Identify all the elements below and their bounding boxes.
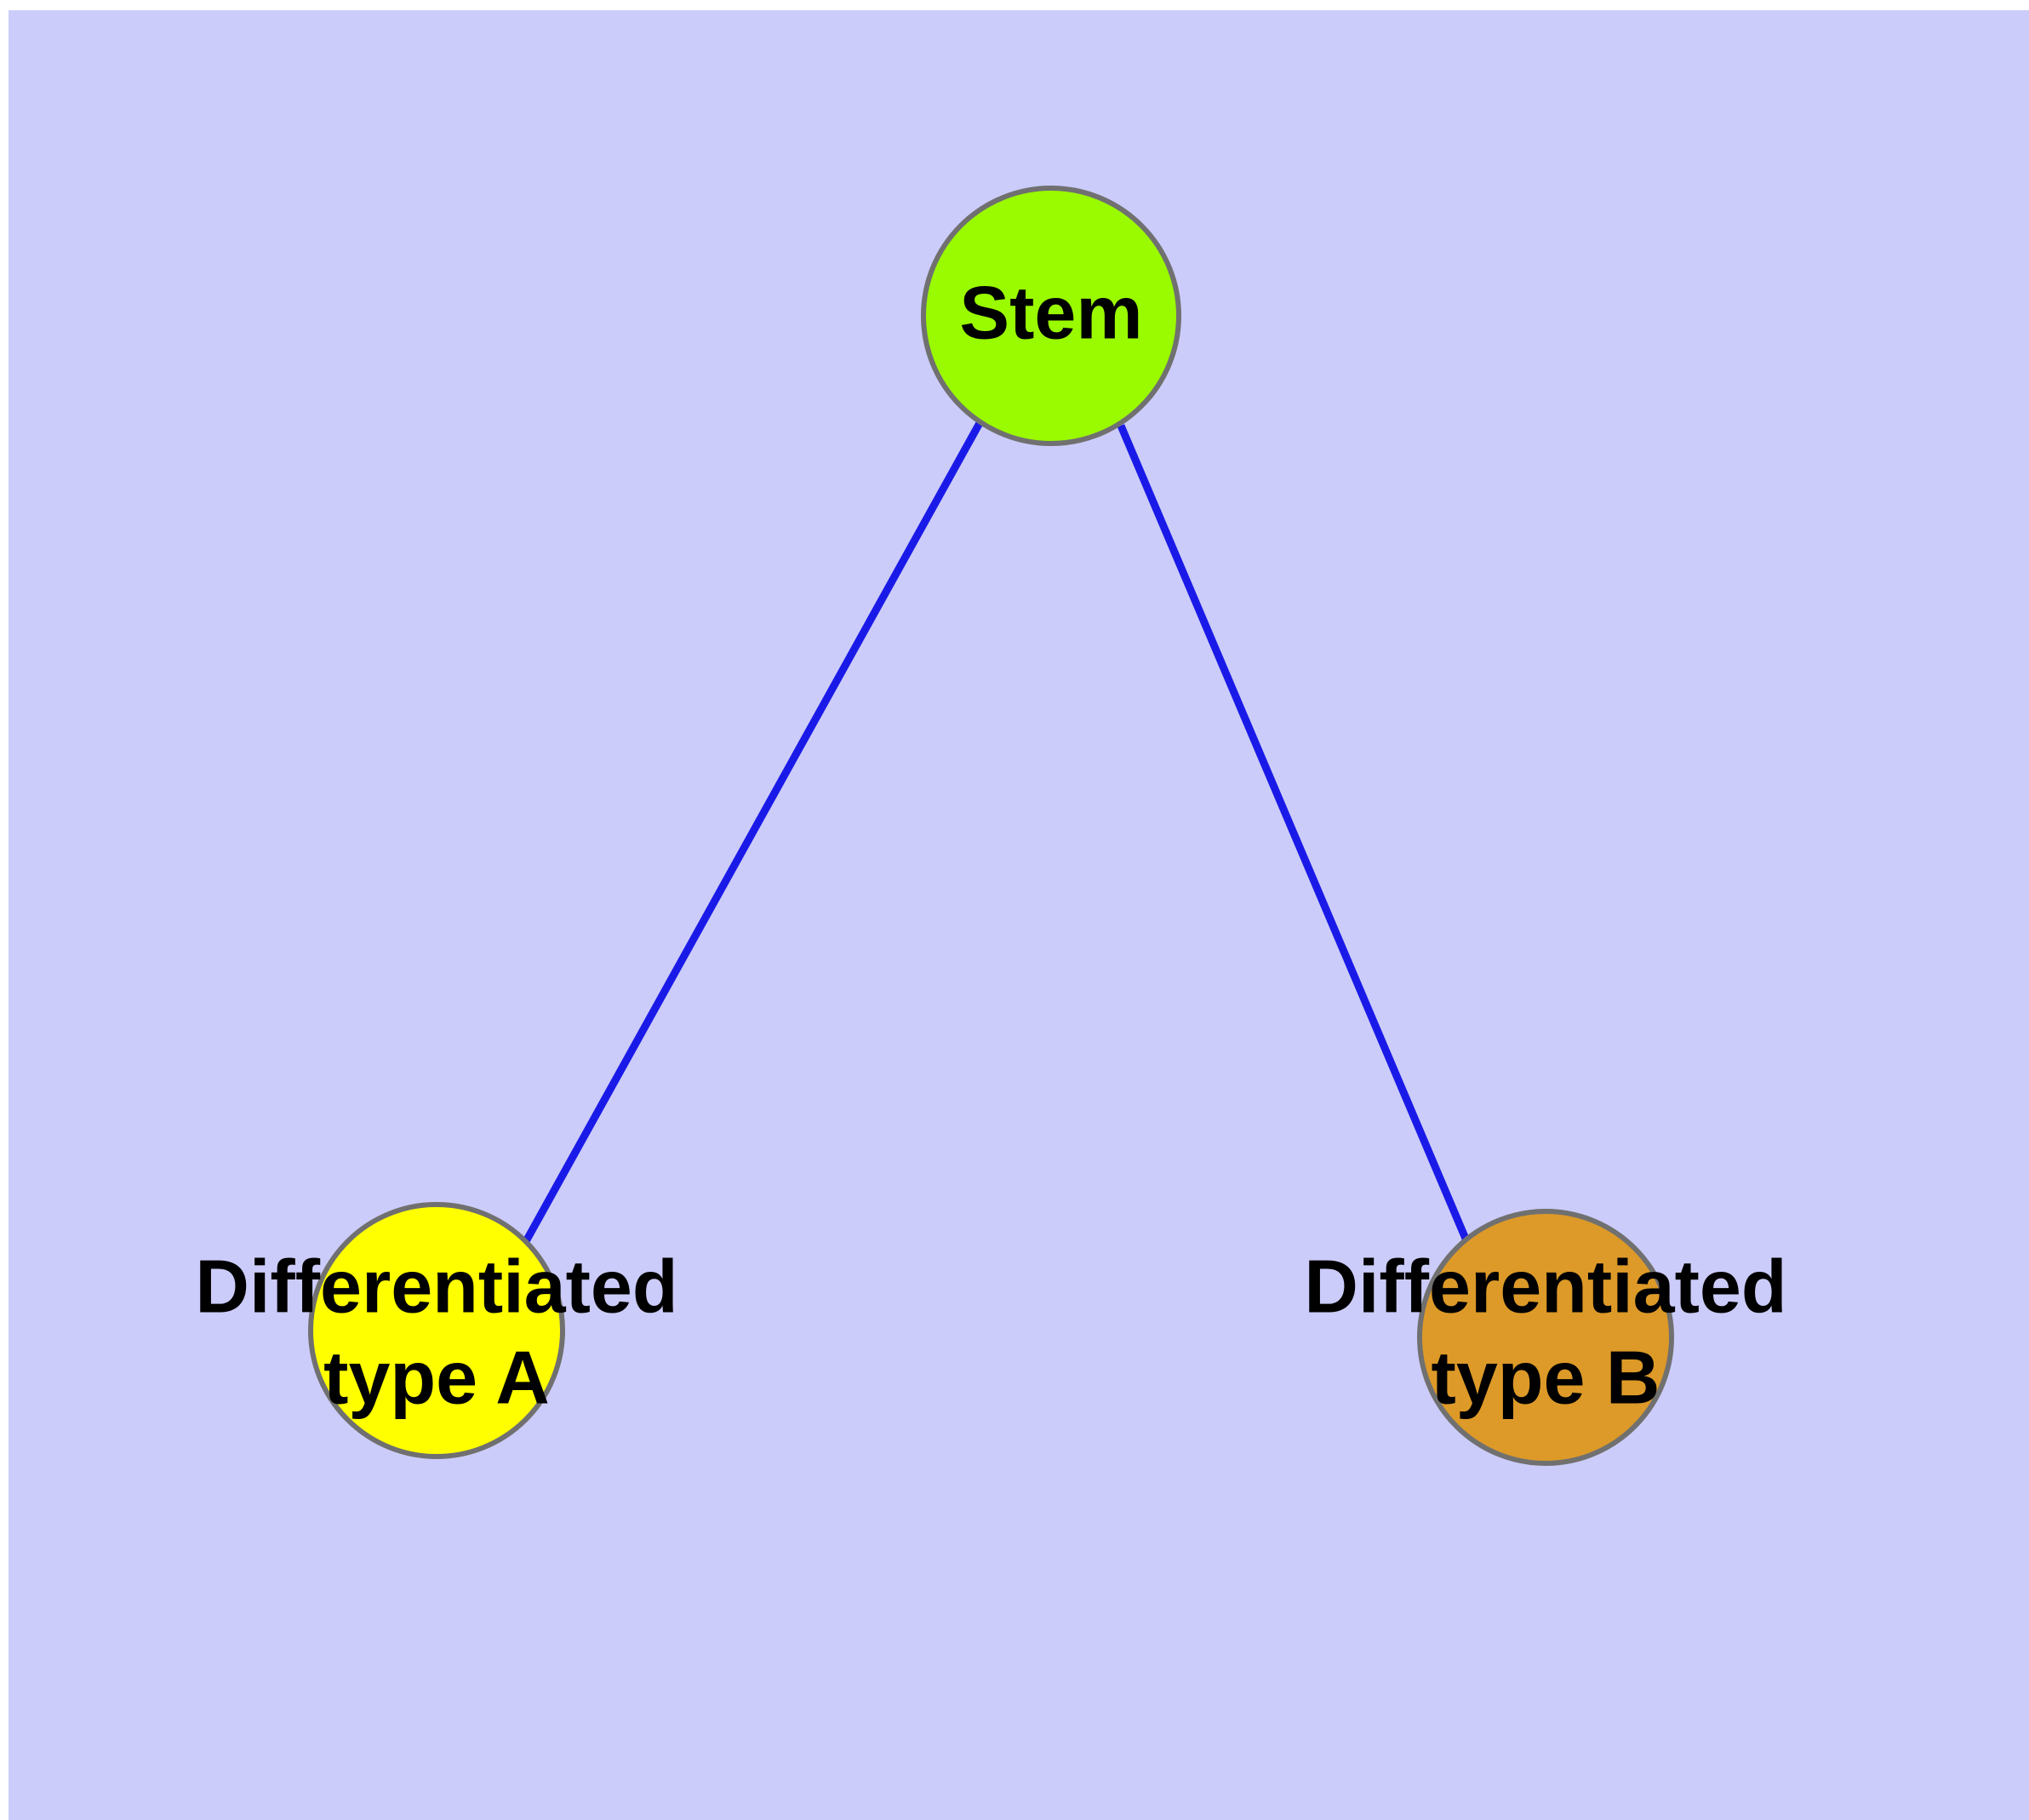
node-label-differentiated-type-a-line2: type A (323, 1335, 550, 1419)
node-label-differentiated-type-b-line2: type B (1432, 1335, 1660, 1419)
edge-stem-to-differentiated-type-b[interactable] (1117, 424, 1470, 1240)
node-differentiated-type-a[interactable] (308, 1202, 565, 1459)
node-differentiated-type-b[interactable] (1417, 1209, 1674, 1466)
node-stem[interactable] (921, 186, 1181, 446)
node-label-differentiated-type-a-line1: Differentiated (195, 1244, 677, 1328)
edges-layer (522, 421, 1470, 1245)
node-label-differentiated-type-b-line1: Differentiated (1304, 1244, 1786, 1328)
nodes-layer (308, 186, 1674, 1466)
labels-layer: Stem Differentiated type A Differentiate… (195, 270, 1786, 1419)
node-label-stem: Stem (959, 270, 1142, 354)
edge-stem-to-differentiated-type-a[interactable] (522, 421, 983, 1245)
